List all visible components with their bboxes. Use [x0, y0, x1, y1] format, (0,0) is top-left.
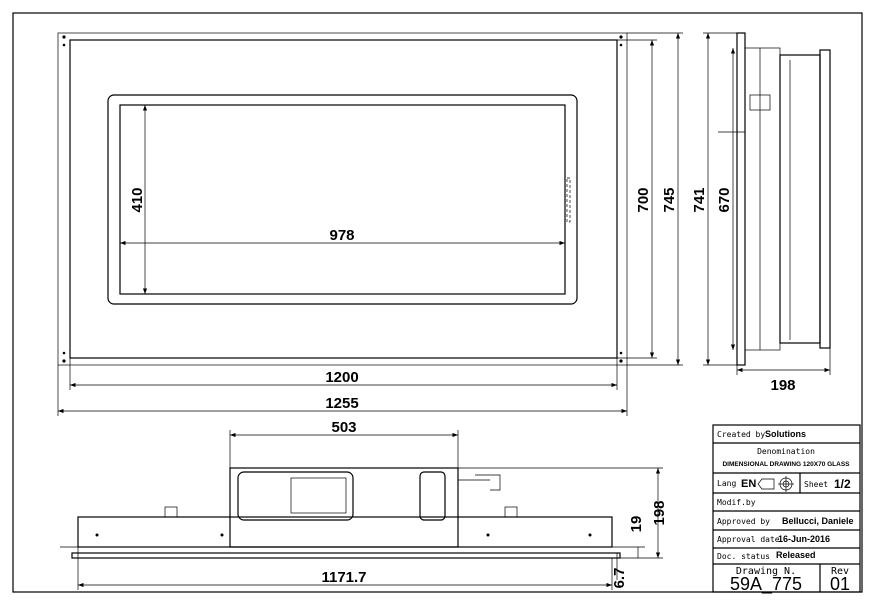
dim-198-bottom: 198 — [651, 500, 668, 525]
dim-1171-7: 1171.7 — [321, 569, 366, 586]
approval-date-label: Approval date — [717, 535, 780, 544]
dim-1200: 1200 — [325, 369, 358, 386]
dim-503: 503 — [331, 419, 356, 436]
doc-status: Released — [776, 550, 816, 560]
rev-label: Rev — [831, 566, 849, 577]
projection-cone-icon — [757, 478, 775, 490]
drawing-number: 59A_775 — [730, 574, 802, 595]
dim-19: 19 — [628, 516, 645, 533]
approved-by-label: Approved by — [717, 517, 770, 526]
dim-700: 700 — [635, 187, 652, 212]
lang-label: Lang — [717, 479, 736, 488]
modif-label: Modif.by — [717, 498, 756, 507]
sheet-label: Sheet — [804, 480, 828, 489]
dim-978: 978 — [329, 227, 354, 244]
dim-410: 410 — [129, 187, 146, 212]
dim-1255: 1255 — [325, 395, 358, 412]
created-by-label: Created by — [717, 430, 765, 439]
drawing-number-label: Drawing N. — [736, 566, 796, 577]
denomination-label: Denomination — [757, 447, 815, 456]
front-view: 978 410 1200 1255 700 745 — [57, 32, 683, 416]
projection-circle-icon — [778, 476, 794, 492]
lang: EN — [741, 478, 756, 490]
approval-date: 16-Jun-2016 — [778, 534, 830, 544]
dim-6-7: 6.7 — [611, 568, 628, 589]
doc-status-label: Doc. status — [717, 552, 770, 561]
drawing-border — [12, 12, 863, 593]
title-block: Created by Solutions Denomination DIMENS… — [712, 424, 861, 595]
sheet: 1/2 — [834, 477, 851, 491]
dim-741: 741 — [691, 187, 708, 212]
approved-by: Bellucci, Daniele — [782, 516, 854, 526]
rev: 01 — [830, 574, 850, 594]
dim-745: 745 — [661, 187, 678, 212]
bottom-view: 503 198 19 6.7 1171.7 — [60, 419, 668, 590]
dim-670: 670 — [716, 187, 733, 212]
side-view: 741 670 198 — [691, 32, 831, 394]
denomination: DIMENSIONAL DRAWING 120X70 GLASS — [722, 461, 850, 468]
dim-198-side: 198 — [770, 377, 795, 394]
created-by: Solutions — [765, 429, 806, 439]
